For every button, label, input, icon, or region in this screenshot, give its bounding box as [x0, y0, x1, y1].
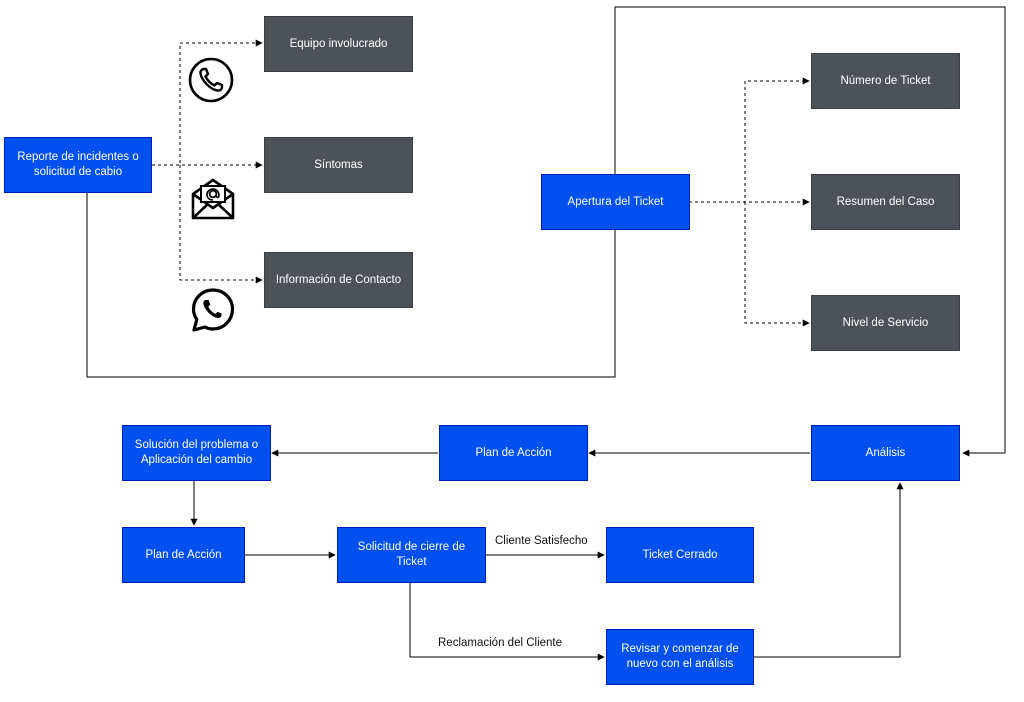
- node-plan-top-label: Plan de Acción: [475, 446, 552, 459]
- node-contacto[interactable]: Información de Contacto: [264, 252, 413, 308]
- node-sintomas-label: Síntomas: [314, 158, 363, 171]
- node-solucion-label: Solución del problema o Aplicación del c…: [134, 439, 259, 466]
- node-equipo[interactable]: Equipo involucrado: [264, 16, 413, 72]
- node-plan-top[interactable]: Plan de Acción: [439, 425, 588, 481]
- node-ticket-cerrado-label: Ticket Cerrado: [642, 548, 718, 561]
- node-plan-bottom[interactable]: Plan de Acción: [122, 527, 245, 583]
- node-numero-label: Número de Ticket: [840, 74, 931, 87]
- node-reporte-label: Reporte de incidentes o solicitud de cab…: [17, 151, 139, 178]
- node-solicitud-cierre-label: Solicitud de cierre de Ticket: [357, 541, 466, 568]
- edge-label-cliente-satisfecho: Cliente Satisfecho: [493, 535, 590, 547]
- node-revisar-label: Revisar y comenzar de nuevo con el análi…: [621, 643, 739, 670]
- edge-reporte-to-analisis: [86, 6, 1006, 457]
- node-reporte[interactable]: Reporte de incidentes o solicitud de cab…: [4, 137, 152, 193]
- whatsapp-icon: [191, 288, 235, 332]
- node-revisar[interactable]: Revisar y comenzar de nuevo con el análi…: [606, 629, 754, 685]
- node-ticket-cerrado[interactable]: Ticket Cerrado: [606, 527, 754, 583]
- node-resumen[interactable]: Resumen del Caso: [811, 174, 960, 230]
- node-contacto-label: Información de Contacto: [275, 273, 402, 286]
- node-apertura[interactable]: Apertura del Ticket: [541, 174, 690, 230]
- node-analisis-label: Análisis: [865, 446, 906, 459]
- email-icon: [191, 178, 235, 220]
- edge-label-reclamacion: Reclamación del Cliente: [436, 637, 565, 649]
- edge-reporte-to-contacto: [179, 165, 263, 284]
- phone-icon: [188, 57, 234, 103]
- edge-revisar-to-analisis: [754, 482, 904, 658]
- node-nivel-label: Nivel de Servicio: [842, 316, 929, 329]
- node-solucion[interactable]: Solución del problema o Aplicación del c…: [122, 425, 271, 481]
- node-solicitud-cierre[interactable]: Solicitud de cierre de Ticket: [337, 527, 486, 583]
- edge-solicitud-to-revisar: [409, 583, 605, 661]
- node-sintomas[interactable]: Síntomas: [264, 137, 413, 193]
- node-equipo-label: Equipo involucrado: [289, 37, 388, 50]
- edge-apertura-to-nivel: [744, 202, 810, 327]
- node-apertura-label: Apertura del Ticket: [567, 195, 664, 208]
- node-nivel[interactable]: Nivel de Servicio: [811, 295, 960, 351]
- node-resumen-label: Resumen del Caso: [836, 195, 935, 208]
- node-plan-bottom-label: Plan de Acción: [145, 548, 222, 561]
- node-analisis[interactable]: Análisis: [811, 425, 960, 481]
- edge-apertura-to-numero: [689, 77, 810, 203]
- node-numero[interactable]: Número de Ticket: [811, 53, 960, 109]
